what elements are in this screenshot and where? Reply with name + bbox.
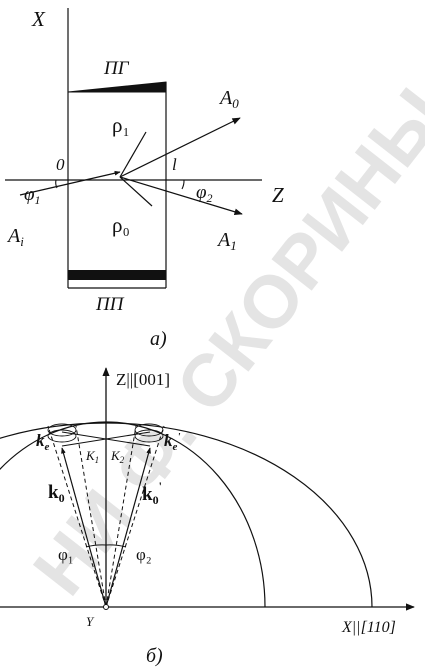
watermark: НИ Ф. СКОРИНЫ xyxy=(17,73,425,610)
b-origin-point xyxy=(103,604,109,610)
a-beam-out-1 xyxy=(119,176,243,216)
a-ray-rho-0 xyxy=(119,176,153,207)
b-circle-left-b xyxy=(47,429,77,443)
a-label-a0: A0 xyxy=(218,87,239,111)
diagram-a-labels: X Z 0 l ПГ ПП ρ₁ ρ₀ φ1 φ2 Ai A0 A1 а) xyxy=(6,7,284,350)
a-label-z: Z xyxy=(272,183,284,207)
b-angle-arc-phi2 xyxy=(105,544,127,548)
a-label-length: l xyxy=(172,155,177,174)
a-angle-arc-phi2 xyxy=(181,179,185,190)
diagram-a xyxy=(5,8,262,289)
b-label-z: Z||[001] xyxy=(116,370,170,389)
a-label-origin: 0 xyxy=(56,155,65,174)
a-label-bottom: ПП xyxy=(95,294,125,315)
b-label-y: Y xyxy=(86,614,95,629)
a-bottom-electrode xyxy=(68,270,166,280)
b-vector-k0-prime xyxy=(105,447,151,608)
a-label-x: X xyxy=(31,7,46,31)
b-dashed-right-outer xyxy=(105,425,165,608)
b-dashed-left-outer xyxy=(47,425,107,608)
b-label-phi1: φ₁ xyxy=(58,545,74,564)
a-label-rho0: ρ₀ xyxy=(112,213,130,237)
a-label-phi1: φ1 xyxy=(24,184,41,207)
b-line-k2 xyxy=(61,431,151,447)
a-label-a1: A1 xyxy=(216,229,237,253)
b-circle-right-b xyxy=(134,429,164,443)
a-ray-rho-1 xyxy=(119,131,147,178)
b-label-x: X||[110] xyxy=(341,619,396,636)
a-beam-incident xyxy=(19,170,121,196)
b-outer-ellipse xyxy=(0,421,266,608)
b-label-ke: ke xyxy=(36,431,50,453)
b-label-K2: K2 xyxy=(110,448,125,465)
b-label-ke-prime: ke' xyxy=(164,431,180,453)
a-label-rho1: ρ₁ xyxy=(112,113,130,137)
b-dashed-right-inner xyxy=(105,425,137,608)
b-label-k0: k0 xyxy=(48,482,65,505)
b-caption: б) xyxy=(146,645,163,667)
a-top-electrode xyxy=(67,81,167,93)
diagram-b xyxy=(0,367,415,611)
b-label-phi2: φ₂ xyxy=(136,545,152,564)
b-dashed-left-inner xyxy=(75,425,107,608)
a-angle-arc-phi1 xyxy=(55,179,58,189)
diagram-b-labels: Z||[001] X||[110] Y ke ke' K1 K2 k0 k0' … xyxy=(36,370,396,667)
a-label-top: ПГ xyxy=(103,58,130,79)
b-angle-arc-phi1 xyxy=(85,544,107,548)
b-circle-left-a xyxy=(47,423,77,437)
b-large-ellipse xyxy=(0,422,373,608)
a-label-ai: Ai xyxy=(6,225,24,249)
a-caption: а) xyxy=(150,328,167,350)
b-label-k0-prime: k0' xyxy=(142,479,162,507)
a-beam-out-0 xyxy=(119,117,241,178)
b-vector-k0 xyxy=(61,447,107,608)
a-label-phi2: φ2 xyxy=(196,182,213,205)
b-label-K1: K1 xyxy=(85,448,99,465)
